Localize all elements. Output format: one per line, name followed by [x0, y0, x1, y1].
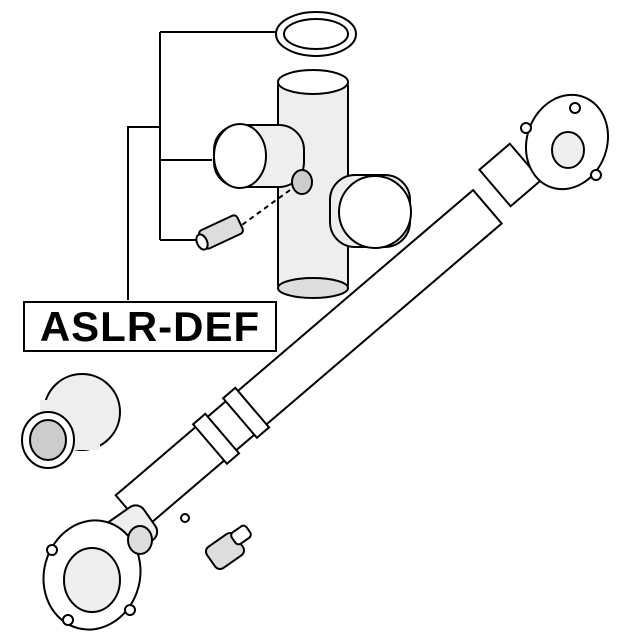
center-bearing-bushing [21, 373, 121, 469]
leader-lines [127, 31, 276, 300]
flange-yoke-front [42, 504, 190, 631]
grease-fitting [195, 214, 244, 251]
snap-ring [275, 11, 357, 57]
part-number-label: ASLR-DEF [23, 301, 277, 352]
assembly-dash-line [234, 189, 291, 231]
grease-fitting-loose [204, 524, 252, 571]
flange-yoke-rear [520, 93, 610, 191]
universal-joint-spider [213, 69, 412, 299]
